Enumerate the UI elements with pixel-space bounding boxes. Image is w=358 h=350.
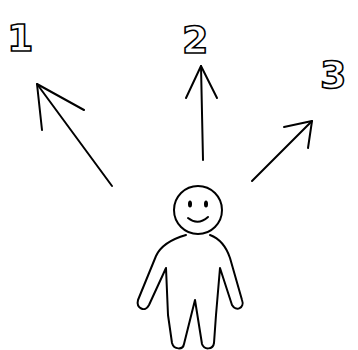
- arrow-shaft: [252, 121, 312, 181]
- callout-number: 2: [182, 20, 208, 60]
- figure-head: [174, 186, 222, 234]
- callout-number: 1: [7, 18, 33, 58]
- callout-number: 3: [320, 55, 346, 95]
- arrow-head: [186, 66, 217, 98]
- figure-eye: [204, 201, 208, 208]
- figure-eye: [188, 201, 192, 208]
- arrow-shaft: [201, 66, 203, 160]
- arrow-shaft: [37, 84, 112, 186]
- arrow-head: [284, 121, 312, 148]
- arrow-head: [37, 84, 84, 130]
- figure-body: [138, 235, 243, 348]
- figure-smile: [188, 217, 208, 222]
